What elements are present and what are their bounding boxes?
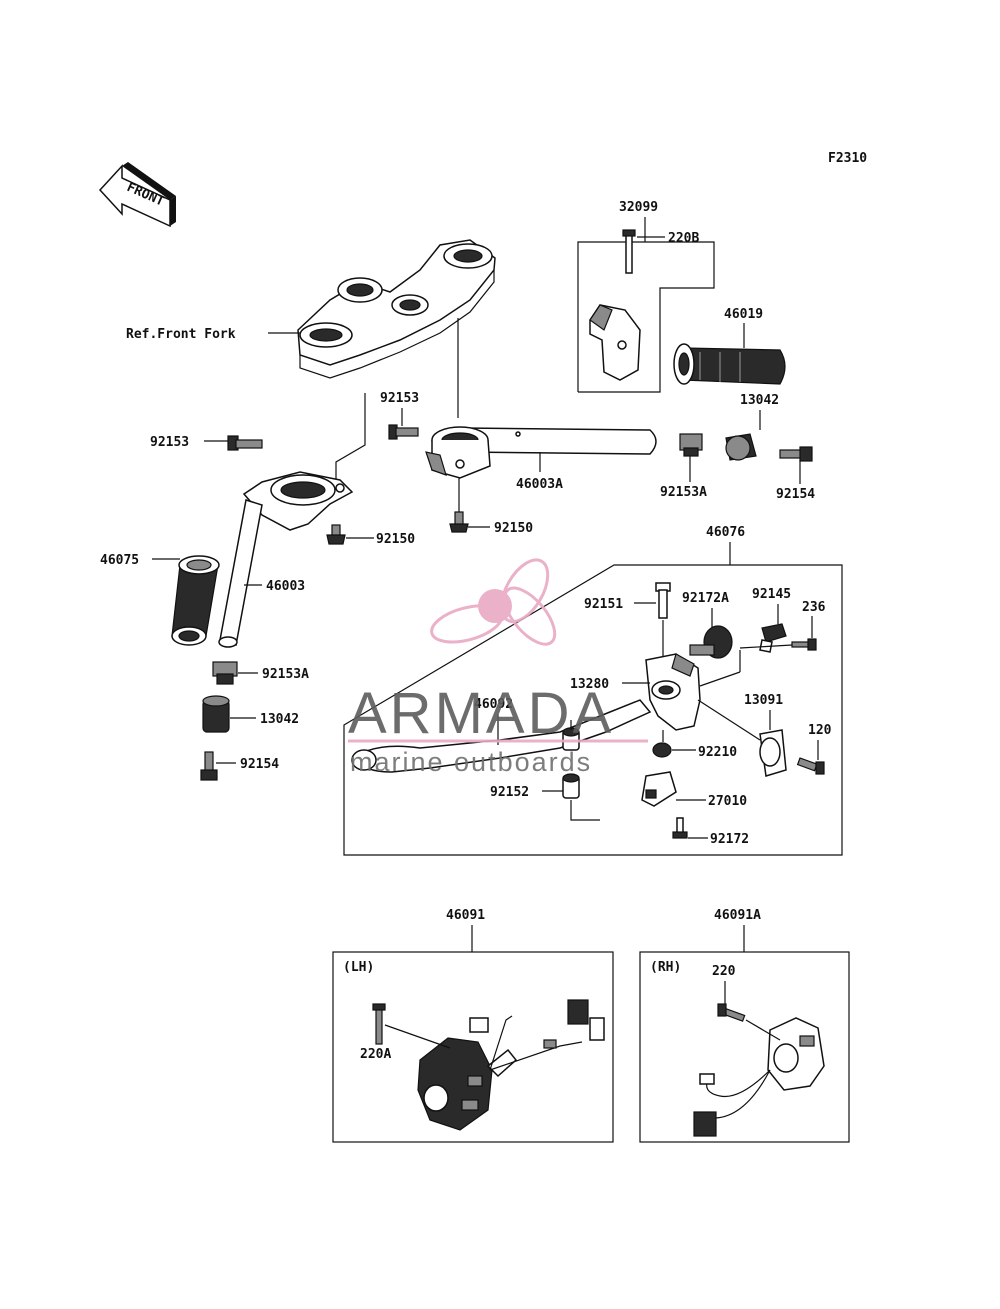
part-92153-left: 92153 [150, 435, 189, 450]
switch-27010 [641, 771, 677, 807]
part-46019: 46019 [724, 307, 763, 322]
front-arrow-icon: FRONT [98, 162, 176, 228]
lever-46092 [351, 699, 652, 773]
part-220: 220 [712, 964, 736, 979]
right-handlebar [425, 426, 657, 479]
lever-holder-13280 [645, 653, 701, 731]
lh-switch-housing [417, 999, 605, 1131]
part-13091: 13091 [744, 693, 783, 708]
part-92152: 92152 [490, 785, 529, 800]
part-27010: 27010 [708, 794, 747, 809]
screw-220 [717, 1003, 746, 1022]
collar-92152 [562, 727, 580, 799]
clamp-13091 [759, 729, 787, 777]
screw-120 [796, 757, 825, 775]
part-120: 120 [808, 723, 832, 738]
part-220b: 220B [668, 231, 699, 246]
part-46003a: 46003A [516, 477, 563, 492]
part-92172a: 92172A [682, 591, 729, 606]
figure-code: F2310 [828, 151, 867, 166]
bolt-92150-center [449, 511, 469, 533]
screw-220a [372, 1003, 386, 1045]
part-92172: 92172 [710, 832, 749, 847]
bushing-92153a-left [212, 661, 238, 685]
part-92154-left: 92154 [240, 757, 279, 772]
screw-236 [791, 638, 817, 651]
spring-92145 [759, 623, 787, 653]
bolt-92151 [655, 582, 671, 619]
bar-end-weight-left [202, 695, 230, 733]
part-46092: 46092 [474, 697, 513, 712]
part-236: 236 [802, 600, 826, 615]
rh-label: (RH) [650, 960, 681, 975]
watermark-tagline: marine outboards [350, 747, 592, 777]
screw-220b [622, 229, 636, 274]
bushing-92153a-right [679, 433, 703, 457]
left-handlebar [218, 471, 354, 648]
part-46091a: 46091A [714, 908, 761, 923]
part-92145: 92145 [752, 587, 791, 602]
adjuster-92172a [689, 625, 733, 659]
part-92150-left: 92150 [376, 532, 415, 547]
part-46076: 46076 [706, 525, 745, 540]
triple-clamp [297, 239, 496, 379]
left-grip [171, 555, 220, 646]
lever-assembly-box [343, 564, 843, 856]
watermark-brand: ARMADA [348, 681, 614, 746]
part-13280: 13280 [570, 677, 609, 692]
part-13042-right: 13042 [740, 393, 779, 408]
ref-front-fork-label: Ref.Front Fork [126, 327, 236, 342]
screw-92154-left [200, 751, 218, 781]
part-92153a-right: 92153A [660, 485, 707, 500]
part-220a: 220A [360, 1047, 391, 1062]
lh-label: (LH) [343, 960, 374, 975]
watermark-logo: ARMADA marine outboards [348, 558, 648, 777]
nut-92210 [652, 742, 672, 758]
lh-switch-box [332, 951, 614, 1143]
bolt-92150-left [326, 524, 346, 545]
part-46003: 46003 [266, 579, 305, 594]
part-92153a-left: 92153A [262, 667, 309, 682]
part-13042-left: 13042 [260, 712, 299, 727]
throttle-housing [589, 304, 641, 381]
part-32099: 32099 [619, 200, 658, 215]
screw-92153-left [227, 435, 263, 451]
part-92151: 92151 [584, 597, 623, 612]
part-46091: 46091 [446, 908, 485, 923]
part-92210: 92210 [698, 745, 737, 760]
screw-92153-center [388, 424, 419, 440]
bar-end-weight-right [725, 433, 757, 461]
rh-switch-housing [693, 1017, 825, 1137]
screw-92154-right [779, 446, 813, 462]
part-46075: 46075 [100, 553, 139, 568]
screw-92172 [672, 817, 688, 839]
part-92150-center: 92150 [494, 521, 533, 536]
part-92154-right: 92154 [776, 487, 815, 502]
part-92153-center: 92153 [380, 391, 419, 406]
right-grip [673, 343, 786, 385]
